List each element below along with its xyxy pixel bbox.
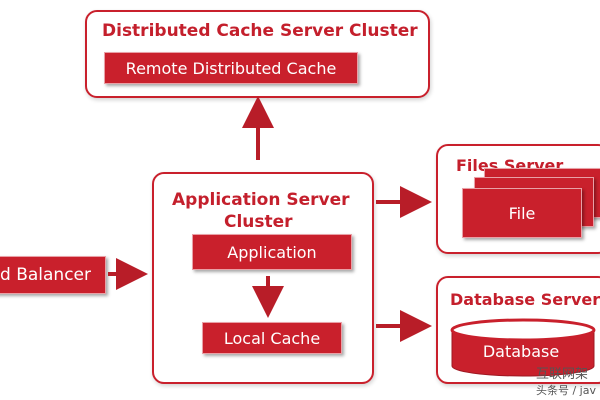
app-cluster-title-line2: Cluster bbox=[224, 212, 293, 232]
database-label: Database bbox=[482, 342, 560, 361]
remote-distributed-cache-box: Remote Distributed Cache bbox=[104, 52, 358, 84]
file-box: File bbox=[462, 188, 582, 238]
watermark-line2: 头条号 / jav bbox=[535, 384, 596, 397]
load-balancer-box: d Balancer bbox=[0, 256, 106, 294]
watermark-line1: 互联网架 bbox=[535, 367, 588, 382]
cache-cluster-title: Distributed Cache Server Cluster bbox=[102, 21, 418, 41]
cache-cluster-box: Distributed Cache Server Cluster Remote … bbox=[85, 10, 430, 98]
application-box: Application bbox=[192, 234, 352, 270]
app-cluster-title-line1: Application Server bbox=[172, 190, 350, 210]
local-cache-box: Local Cache bbox=[202, 322, 342, 354]
database-server-box: Database Server Database bbox=[436, 276, 600, 384]
watermark: 互联网架 头条号 / jav bbox=[536, 363, 596, 398]
app-cluster-box: Application Server Cluster Application L… bbox=[152, 172, 374, 384]
database-server-title: Database Server bbox=[450, 290, 600, 309]
database-cylinder-icon bbox=[450, 318, 596, 377]
files-server-box: Files Server File bbox=[436, 144, 600, 254]
